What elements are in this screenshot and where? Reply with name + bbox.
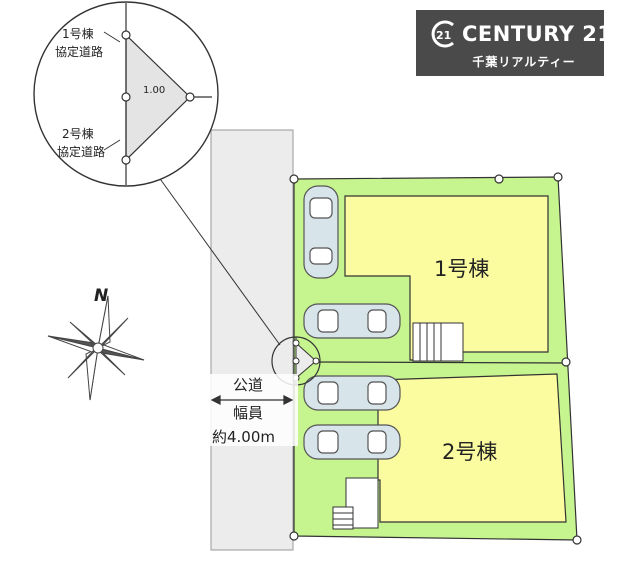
road-label-backdrop <box>210 374 298 446</box>
junction-detail-marker <box>271 336 321 386</box>
detail-upper-label-1: 1号棟 <box>62 26 94 41</box>
detail-dimension-label: 1.00 <box>143 85 165 96</box>
house-2-label: 2号棟 <box>442 440 497 464</box>
brand-name: CENTURY 21 <box>462 22 613 46</box>
car-vertical <box>303 185 339 279</box>
brand-subtitle: 千葉リアルティー <box>472 55 576 69</box>
road-width-value: 約4.00m <box>212 428 275 446</box>
century21-mark-icon: 21 <box>431 20 454 48</box>
lot-boundary-line <box>315 361 567 364</box>
house-2-entry-steps <box>332 477 379 530</box>
car-1 <box>303 303 401 339</box>
road-width-title: 幅員 <box>233 404 263 422</box>
car-3 <box>303 424 401 460</box>
detail-leader-line <box>157 175 281 346</box>
house-1-label: 1号棟 <box>434 257 489 281</box>
site-boundary-markers <box>289 172 582 545</box>
detail-lower-label-2: 協定道路 <box>57 144 105 159</box>
logo-number: 21 <box>436 29 451 42</box>
public-road <box>210 129 294 551</box>
detail-lower-label-1: 2号棟 <box>62 126 94 141</box>
road-width-arrow-top <box>210 395 294 405</box>
car-2 <box>303 375 401 411</box>
detail-bubble <box>33 1 219 187</box>
detail-upper-label-2: 協定道路 <box>55 44 103 59</box>
compass-north-label: N <box>94 286 108 306</box>
brand-logo: 21 CENTURY 21 千葉リアルティー <box>416 10 612 76</box>
compass-rose-icon <box>47 295 145 401</box>
road-type-label: 公道 <box>233 376 263 394</box>
house-1-entry-steps <box>412 322 464 362</box>
